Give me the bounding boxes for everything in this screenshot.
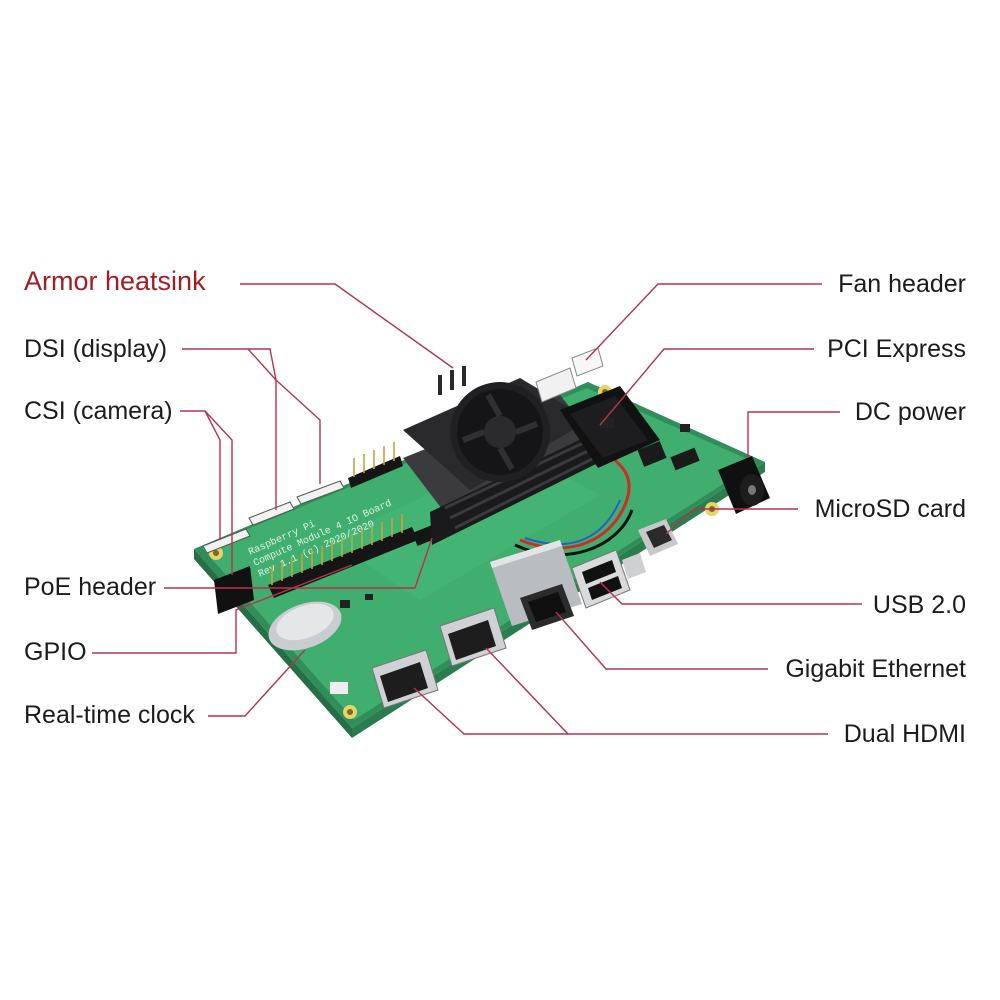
label-gigabit-ethernet: Gigabit Ethernet (785, 655, 966, 683)
microsd-slot (638, 519, 678, 556)
callout-hdmi (485, 647, 828, 735)
pcie-chip (637, 441, 667, 467)
label-usb-2: USB 2.0 (872, 591, 966, 619)
label-pci-express: PCI Express (827, 335, 966, 363)
callout-usb (599, 581, 862, 605)
callout-dsi-3 (275, 379, 321, 484)
usb-ports (571, 549, 646, 609)
fan-pin-header (348, 442, 403, 488)
fan-header-connector (535, 347, 604, 403)
callout-microsd (665, 508, 798, 535)
label-csi-camera: CSI (camera) (24, 397, 173, 425)
callout-dc (747, 411, 840, 458)
callout-csi-2 (204, 410, 233, 575)
rtc-battery (268, 601, 342, 651)
small-components (330, 418, 690, 694)
callout-lines (92, 283, 862, 735)
dc-jack (718, 456, 770, 514)
callout-rtc (208, 649, 306, 717)
callout-dsi-2 (247, 348, 277, 381)
label-real-time-clock: Real-time clock (24, 701, 195, 729)
fan-heatsink (403, 366, 600, 545)
pcie-chip-2 (670, 447, 700, 471)
label-dual-hdmi: Dual HDMI (843, 720, 966, 748)
label-dsi-display: DSI (display) (24, 335, 168, 363)
label-gpio: GPIO (24, 638, 87, 666)
callout-gpio (92, 564, 353, 654)
callout-hdmi-2 (413, 687, 568, 735)
callout-dsi (182, 348, 277, 510)
label-dc-power: DC power (854, 398, 966, 426)
label-microsd-card: MicroSD card (814, 495, 966, 523)
ethernet-port (490, 540, 582, 630)
fan-cable-blue (524, 499, 621, 546)
callout-ethernet (555, 611, 768, 670)
callout-heatsink (240, 283, 454, 369)
label-armor-heatsink: Armor heatsink (24, 266, 206, 296)
callout-poe (164, 537, 433, 589)
callout-fan (585, 283, 822, 361)
callout-pcie (599, 348, 814, 426)
label-poe-header: PoE header (24, 573, 157, 601)
callout-csi (180, 410, 221, 540)
label-fan-header: Fan header (838, 270, 966, 298)
